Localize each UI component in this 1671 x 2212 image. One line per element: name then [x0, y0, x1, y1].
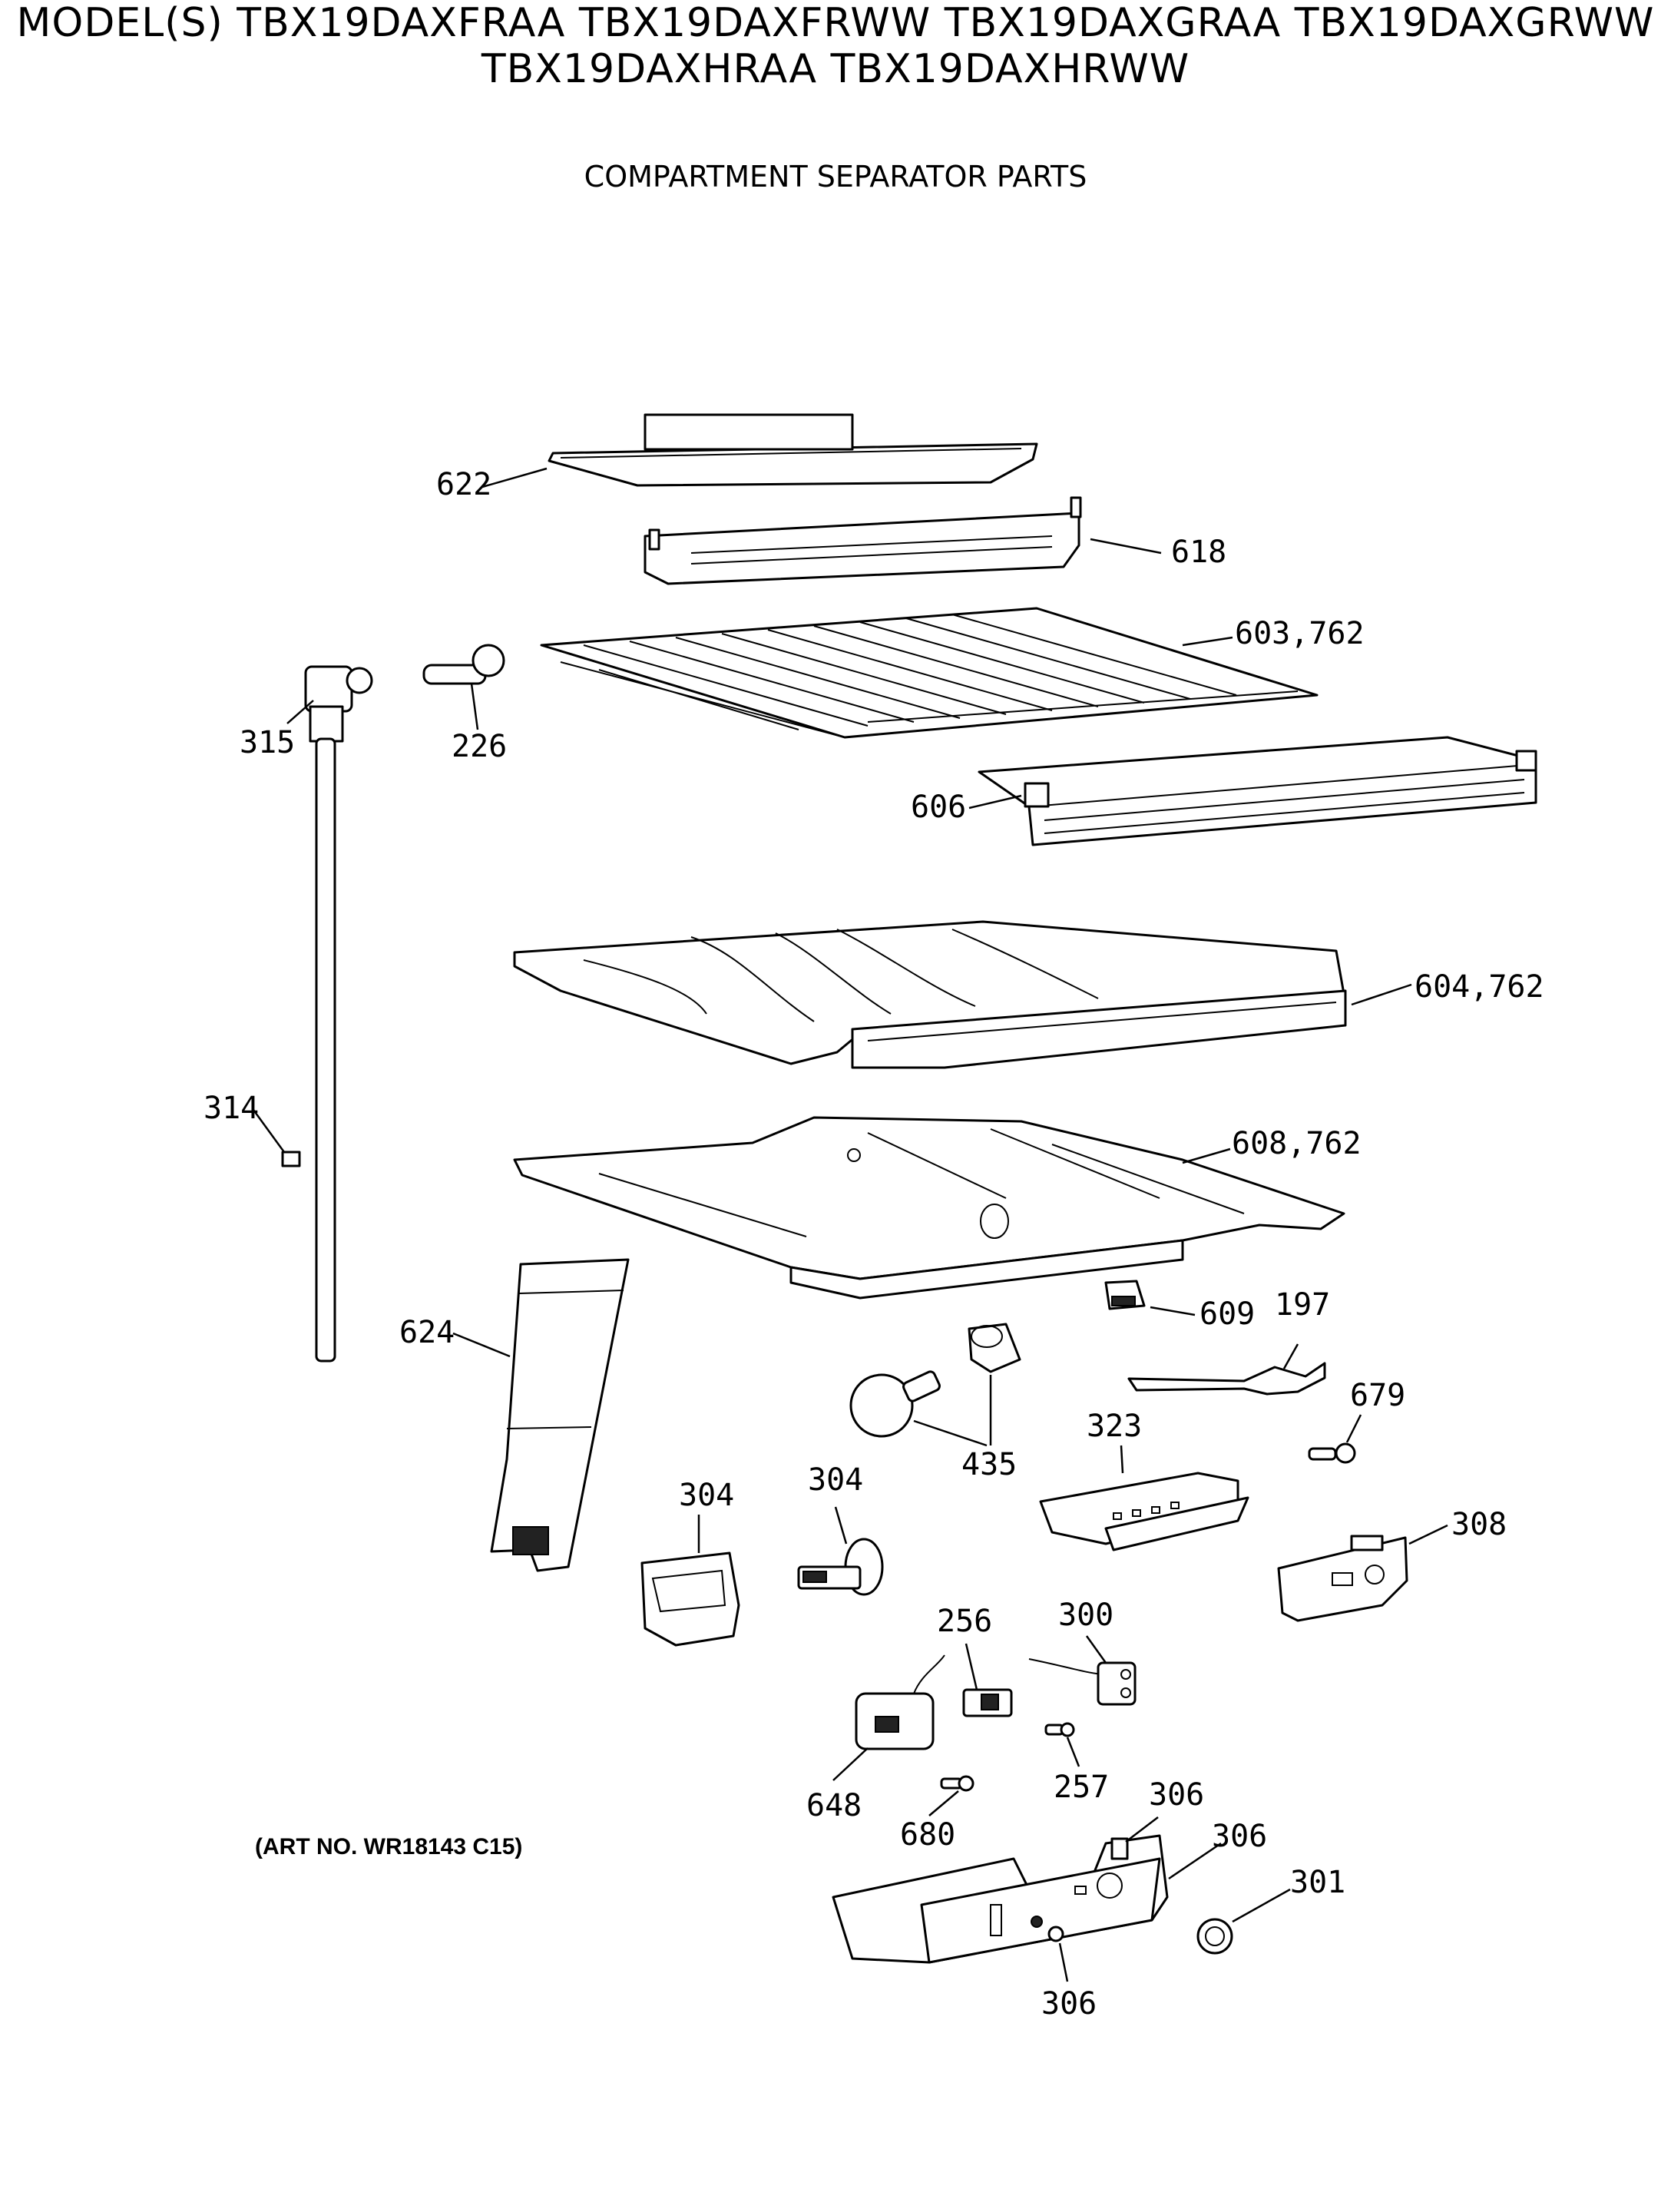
callout-labels: 622 618 603,762 315 226 606 604,762 314 …: [203, 467, 1544, 2022]
part-304-dial[interactable]: [797, 1538, 884, 1596]
callout-306-top: 306: [1149, 1777, 1204, 1813]
part-624-panel[interactable]: [490, 1258, 630, 1572]
part-256-switch[interactable]: [962, 1688, 1013, 1717]
callout-226: 226: [452, 729, 507, 764]
part-323-housing[interactable]: [1039, 1472, 1249, 1551]
part-308-bracket[interactable]: [1277, 1535, 1408, 1622]
part-435-bulb[interactable]: [849, 1370, 941, 1438]
model-list-line-2: TBX19DAXHRAA TBX19DAXHRWW: [481, 46, 1190, 92]
part-314-clip[interactable]: [281, 1151, 301, 1167]
callout-323: 323: [1087, 1409, 1142, 1444]
callout-608-762: 608,762: [1232, 1126, 1362, 1161]
callout-604-762: 604,762: [1415, 969, 1544, 1005]
part-197-strip[interactable]: [1127, 1362, 1326, 1396]
callout-308: 308: [1451, 1507, 1507, 1542]
callout-679: 679: [1350, 1378, 1405, 1413]
callout-306-bottom: 306: [1041, 1986, 1097, 2022]
part-608-762-shelf[interactable]: [513, 1116, 1345, 1300]
callout-304-block: 304: [679, 1478, 734, 1513]
part-680-screw[interactable]: [940, 1775, 974, 1792]
art-number: (ART NO. WR18143 C15): [255, 1834, 523, 1859]
leader-lines: [252, 467, 1448, 1982]
callout-197: 197: [1275, 1287, 1330, 1323]
callout-680: 680: [900, 1817, 955, 1853]
callout-256: 256: [937, 1604, 992, 1639]
callout-301: 301: [1290, 1865, 1345, 1900]
callout-315: 315: [240, 725, 295, 760]
diagram-subtitle: COMPARTMENT SEPARATOR PARTS: [584, 160, 1087, 194]
callout-622: 622: [436, 467, 491, 502]
part-606-box[interactable]: [978, 736, 1537, 846]
model-list-line-1: MODEL(S) TBX19DAXFRAA TBX19DAXFRWW TBX19…: [16, 0, 1655, 46]
callout-304-dial: 304: [808, 1462, 863, 1498]
part-306-control-housing[interactable]: [832, 1834, 1169, 1964]
callout-257: 257: [1054, 1770, 1109, 1805]
part-679-screw[interactable]: [1308, 1442, 1356, 1464]
callout-606: 606: [911, 790, 966, 825]
part-618-bracket[interactable]: [644, 496, 1082, 585]
part-435-socket[interactable]: [968, 1323, 1021, 1373]
part-314-rod[interactable]: [315, 737, 336, 1363]
callout-648: 648: [806, 1788, 862, 1823]
part-622-cover[interactable]: [548, 413, 1038, 487]
callout-603-762: 603,762: [1235, 616, 1365, 651]
callout-435: 435: [961, 1447, 1017, 1482]
callout-314: 314: [203, 1091, 259, 1126]
part-604-762-frame[interactable]: [513, 920, 1347, 1069]
callout-609: 609: [1199, 1296, 1255, 1332]
part-603-762-shelf[interactable]: [540, 607, 1319, 739]
part-226-pin[interactable]: [422, 644, 505, 685]
callout-306-right: 306: [1212, 1819, 1267, 1854]
part-301-knob[interactable]: [1196, 1918, 1233, 1955]
part-304-knob-block[interactable]: [640, 1551, 740, 1647]
part-609-clip[interactable]: [1104, 1280, 1146, 1310]
callout-300: 300: [1058, 1598, 1113, 1633]
callout-624: 624: [399, 1315, 455, 1350]
part-315-rod-top[interactable]: [304, 665, 373, 743]
callout-618: 618: [1171, 535, 1226, 570]
part-648-thermostat[interactable]: [855, 1654, 945, 1750]
part-257-screw[interactable]: [1044, 1722, 1075, 1737]
part-300-switch[interactable]: [1028, 1658, 1137, 1706]
